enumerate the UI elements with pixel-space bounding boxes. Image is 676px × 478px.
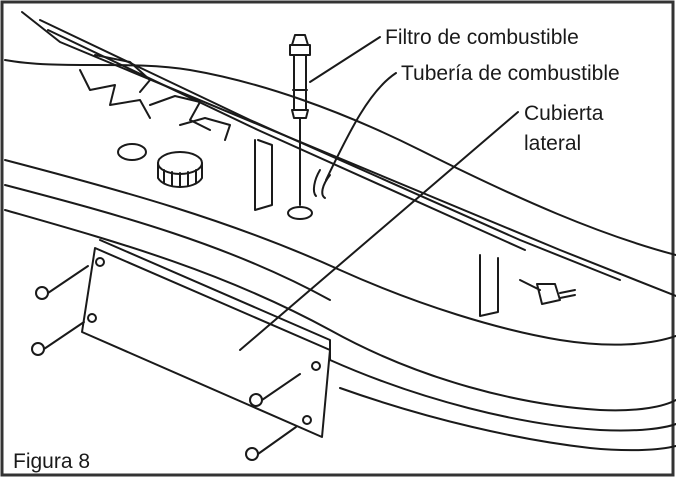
emboss-1 bbox=[79, 69, 151, 119]
side-cover-label-line1: Cubierta bbox=[524, 102, 604, 125]
tank-body-curve-3 bbox=[4, 209, 676, 412]
emboss-4 bbox=[179, 117, 231, 141]
power-plug bbox=[519, 279, 576, 305]
screw-2 bbox=[31, 321, 85, 356]
tank-body-curve-5 bbox=[339, 387, 676, 452]
leader-side-cover bbox=[239, 111, 519, 351]
side-cover-label-line2: lateral bbox=[524, 132, 582, 155]
fuel-line-label: Tubería de combustible bbox=[401, 62, 620, 85]
tank-body-curve-1 bbox=[4, 159, 676, 346]
tank-body-curve-2 bbox=[4, 184, 331, 301]
fuel-pipe bbox=[312, 169, 331, 199]
leader-fuel-line bbox=[325, 72, 397, 181]
leader-fuel-filter bbox=[309, 36, 381, 83]
support-post-1 bbox=[254, 139, 273, 211]
emboss-3 bbox=[149, 95, 211, 131]
side-cover-plate bbox=[81, 247, 331, 438]
filter-hole bbox=[287, 206, 313, 220]
tank-upper-contour bbox=[4, 59, 676, 256]
fuel-filter-label: Filtro de combustible bbox=[385, 26, 579, 49]
fuel-filter bbox=[289, 34, 311, 119]
figure-caption: Figura 8 bbox=[13, 450, 91, 473]
screw-1 bbox=[35, 265, 89, 300]
small-cap bbox=[117, 143, 147, 161]
tank-rail-inner bbox=[47, 29, 526, 251]
screw-4 bbox=[245, 426, 297, 461]
support-post-2 bbox=[479, 254, 499, 317]
screw-3 bbox=[249, 373, 301, 407]
tank-rail bbox=[39, 19, 621, 281]
emboss-2 bbox=[94, 54, 151, 93]
tank-body-curve-4 bbox=[329, 359, 676, 432]
